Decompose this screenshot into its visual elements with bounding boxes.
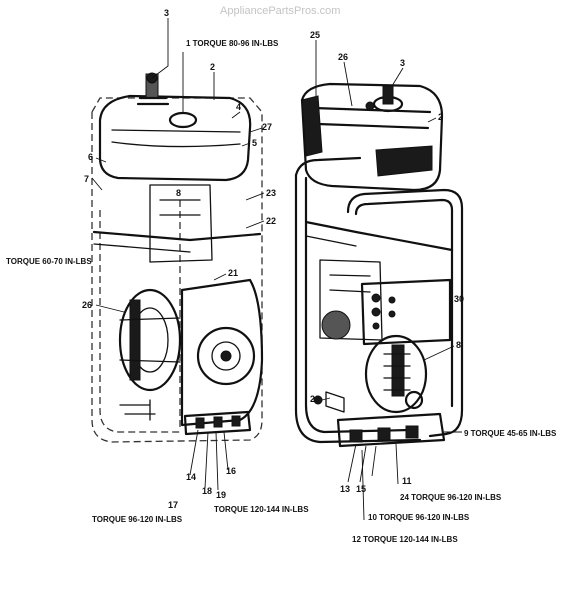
left-engine-block	[149, 184, 213, 263]
right-alternator	[364, 334, 428, 414]
left-torque-120-144: TORQUE 120-144 IN-LBS	[214, 505, 309, 514]
left-base-bracket	[183, 410, 252, 436]
right-torque-9: 9 TORQUE 45-65 IN-LBS	[464, 429, 557, 438]
left-label-5: 5	[252, 138, 257, 148]
left-label-23: 23	[266, 188, 276, 198]
left-label-6: 6	[88, 152, 93, 162]
left-label-16: 16	[226, 466, 236, 476]
left-cross-bar-2	[93, 243, 191, 253]
right-torque-12: 12 TORQUE 120-144 IN-LBS	[352, 535, 458, 544]
right-label-13: 13	[340, 484, 350, 494]
watermark-text: AppliancePartsPros.com	[220, 5, 340, 17]
right-frame-rear-inner	[304, 176, 412, 434]
left-label-26: 26	[82, 300, 92, 310]
right-base	[313, 391, 446, 448]
right-label-28: 28	[310, 394, 320, 404]
left-torque-1: 1 TORQUE 80-96 IN-LBS	[186, 39, 279, 48]
right-label-30: 30	[454, 294, 464, 304]
left-label-7: 7	[84, 174, 89, 184]
right-label-11: 11	[402, 476, 412, 486]
left-label-2: 2	[210, 62, 215, 72]
left-generator-exploded-view: 3 1 TORQUE 80-96 IN-LBS 2 4 27 5 6 7 8 2…	[6, 8, 309, 524]
left-label-22: 22	[266, 216, 276, 226]
left-label-17: 17	[168, 500, 178, 510]
right-control-panel	[360, 278, 452, 346]
left-label-27: 27	[262, 122, 272, 132]
right-label-26: 26	[338, 52, 348, 62]
left-label-18: 18	[202, 486, 212, 496]
right-torque-24: 24 TORQUE 96-120 IN-LBS	[400, 493, 502, 502]
left-alternator	[118, 288, 182, 392]
left-label-21: 21	[228, 268, 238, 278]
right-engine-cylinder	[321, 310, 351, 340]
right-cross-bar-2	[305, 235, 357, 247]
left-fuel-tank	[98, 94, 252, 182]
right-frame-rear	[294, 173, 422, 444]
left-tank-ridge	[111, 129, 241, 148]
right-frame-front-inner	[354, 198, 454, 408]
left-end-bell	[180, 278, 264, 427]
left-cross-bar	[92, 230, 262, 242]
right-label-2: 2	[438, 112, 443, 122]
left-torque-96-120: TORQUE 96-120 IN-LBS	[92, 515, 183, 524]
right-label-25: 25	[310, 30, 320, 40]
right-generator-assembled-view: 25 26 3 2 30 8 28 9 TORQUE 45-65 IN-LBS …	[294, 30, 557, 544]
left-label-14: 14	[186, 472, 196, 482]
right-label-15: 15	[356, 484, 366, 494]
left-frame-outline	[91, 97, 263, 443]
left-fuel-gauge	[136, 72, 170, 106]
left-label-8: 8	[176, 188, 181, 198]
left-label-4: 4	[236, 102, 241, 112]
left-fuel-cap	[168, 111, 198, 129]
right-label-3: 3	[400, 58, 405, 68]
left-label-3: 3	[164, 8, 169, 18]
left-mount-hardware	[119, 399, 156, 421]
right-label-8: 8	[456, 340, 461, 350]
right-cross-bar	[304, 220, 454, 252]
right-frame-front	[346, 188, 464, 438]
right-torque-10: 10 TORQUE 96-120 IN-LBS	[368, 513, 470, 522]
left-torque-60-70: TORQUE 60-70 IN-LBS	[6, 257, 92, 266]
left-label-19: 19	[216, 490, 226, 500]
right-fuel-tank	[300, 82, 444, 192]
